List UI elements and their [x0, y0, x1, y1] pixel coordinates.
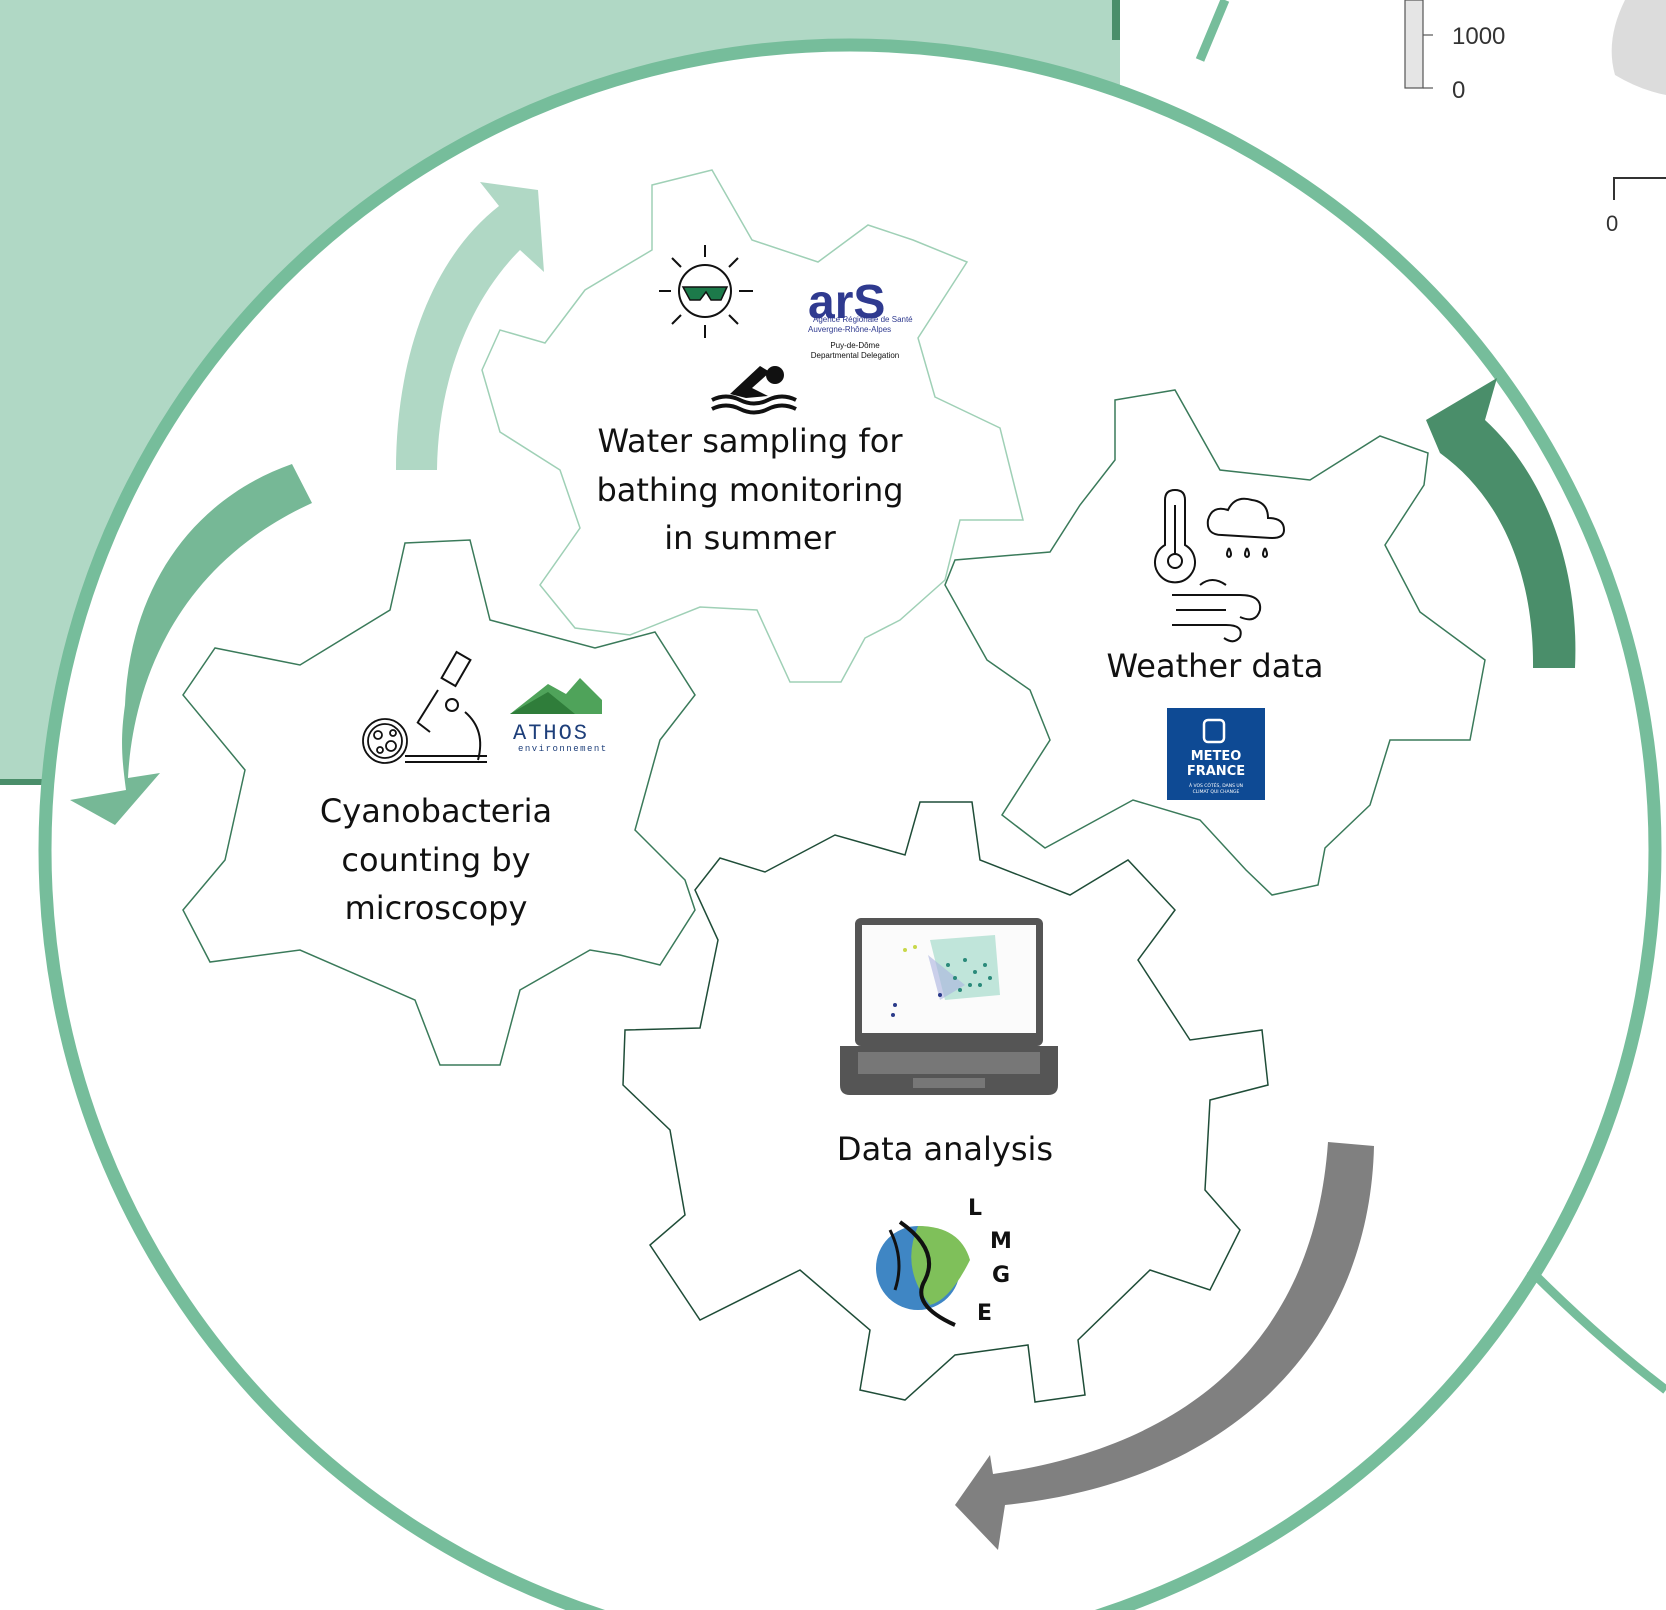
laptop-scatter-thumbnail — [891, 935, 1000, 1017]
microscope-icon — [405, 650, 487, 763]
cyano-label-line2: counting by — [341, 841, 530, 879]
rain-cloud-icon — [1206, 497, 1286, 559]
arrow-mid-down — [70, 464, 312, 825]
analysis-label: Data analysis — [837, 1130, 1053, 1168]
ars-line2: Auvergne-Rhône-Alpes — [808, 325, 891, 334]
cyano-label-line1: Cyanobacteria — [320, 792, 552, 830]
athos-logo: ATHOS environnement — [510, 678, 608, 754]
gear-water-outline — [481, 169, 1024, 683]
swimmer-icon — [711, 366, 797, 415]
ars-line1: Agence Régionale de Santé — [813, 315, 913, 324]
ars-wordmark: arS — [808, 276, 885, 329]
map-fragment — [1611, 0, 1666, 95]
adjacent-circle-arc-top — [1195, 0, 1230, 62]
gear-data-analysis — [622, 801, 1269, 1403]
lmge-g: G — [992, 1263, 1010, 1288]
gear-analysis-outline — [622, 801, 1269, 1403]
sun-with-sunglasses-icon — [659, 245, 753, 338]
lmge-logo: L M G E — [876, 1196, 1012, 1327]
water-label-line2: bathing monitoring — [596, 471, 903, 509]
gear-cyano — [182, 539, 696, 1066]
arrow-gray-down — [955, 1142, 1374, 1550]
scale-tick-0: 0 — [1452, 77, 1465, 104]
gear-cyano-outline — [182, 539, 696, 1066]
water-label-line1: Water sampling for — [597, 422, 903, 460]
scale-tick-1000: 1000 — [1452, 23, 1505, 50]
elevation-gradient-bar — [1404, 0, 1424, 89]
lmge-e: E — [977, 1301, 992, 1326]
scalebar-fragment — [1613, 177, 1666, 200]
meteo-tag2: CLIMAT QUI CHANGE — [1193, 789, 1240, 795]
ars-line4: Departmental Delegation — [811, 351, 900, 360]
scale-tick-0-right: 0 — [1606, 211, 1618, 236]
elevation-scale-legend: 1000 0 0 — [1404, 0, 1666, 236]
lmge-l: L — [968, 1196, 982, 1221]
ars-logo: arS Agence Régionale de Santé Auvergne-R… — [808, 276, 913, 360]
ars-line3: Puy-de-Dôme — [830, 341, 880, 350]
meteo-line1: METEO — [1191, 749, 1242, 764]
weather-label: Weather data — [1107, 647, 1324, 685]
lmge-m: M — [990, 1229, 1012, 1254]
gear-weather-outline — [944, 389, 1486, 896]
cycle-arrows — [70, 182, 1576, 1550]
background-green-panel-edge — [1112, 0, 1120, 40]
thermometer-icon — [1154, 488, 1196, 584]
arrow-dark-up — [1426, 378, 1576, 668]
meteo-line2: FRANCE — [1187, 764, 1245, 779]
gear-water-sampling — [481, 169, 1024, 683]
water-label-line3: in summer — [664, 519, 836, 557]
cyano-label-line3: microscopy — [345, 889, 528, 927]
background-panel-bottom-edge — [0, 779, 60, 785]
meteo-france-logo: METEO FRANCE À VOS CÔTÉS, DANS UN CLIMAT… — [1167, 708, 1265, 800]
laptop-icon — [840, 918, 1058, 1095]
outer-circle — [38, 38, 1662, 1610]
gear-weather — [944, 389, 1486, 896]
arrow-light-up — [396, 182, 544, 470]
adjacent-circle-arc-bottom — [1526, 1266, 1666, 1394]
meteo-tag1: À VOS CÔTÉS, DANS UN — [1189, 781, 1243, 789]
athos-sub: environnement — [518, 744, 608, 754]
wind-icon — [1172, 579, 1262, 643]
athos-wordmark: ATHOS — [513, 721, 589, 746]
petri-dish-icon — [362, 718, 408, 764]
